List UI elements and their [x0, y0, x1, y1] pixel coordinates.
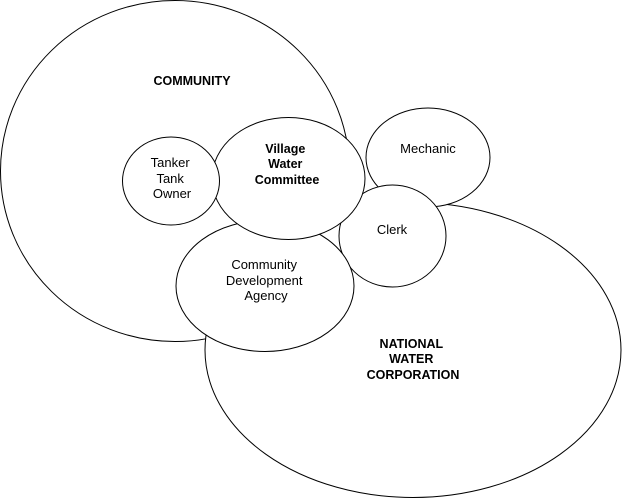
village-water-committee-label-line: Village [265, 142, 305, 156]
mechanic-label: Mechanic [400, 141, 456, 156]
node-mechanic: Mechanic [365, 107, 491, 208]
community-development-agency-label-line: Community [231, 257, 297, 272]
village-water-committee-label-line: Water [268, 157, 302, 171]
national-water-corporation-label-line: WATER [389, 352, 433, 366]
tanker-tank-owner-label-line: Owner [153, 186, 192, 201]
national-water-corporation-label-line: NATIONAL [380, 337, 444, 351]
tanker-tank-owner-label-line: Tanker [151, 155, 191, 170]
community-development-agency-label-line: Agency [244, 288, 288, 303]
village-water-committee-label: Village Water Committee [255, 142, 320, 187]
national-water-corporation-label: NATIONAL WATER CORPORATION [367, 337, 460, 382]
community-development-agency-label: Community Development Agency [226, 257, 306, 303]
community-development-agency-label-line: Development [226, 273, 303, 288]
national-water-corporation-label-line: CORPORATION [367, 368, 460, 382]
node-tanker-tank-owner: Tanker Tank Owner [122, 136, 220, 226]
community-label-line: COMMUNITY [153, 74, 231, 88]
clerk-ellipse [338, 184, 447, 288]
tanker-tank-owner-ellipse [122, 136, 220, 226]
village-water-committee-label-line: Committee [255, 173, 320, 187]
mechanic-label-line: Mechanic [400, 141, 456, 156]
tanker-tank-owner-label-line: Tank [156, 171, 184, 186]
node-clerk: Clerk [338, 184, 447, 288]
clerk-label-line: Clerk [377, 222, 408, 237]
tanker-tank-owner-label: Tanker Tank Owner [151, 155, 194, 201]
node-village-water-committee: Village Water Committee [211, 117, 366, 240]
clerk-label: Clerk [377, 222, 408, 237]
node-community-development-agency: Community Development Agency [175, 220, 355, 352]
community-label: COMMUNITY [153, 74, 231, 88]
